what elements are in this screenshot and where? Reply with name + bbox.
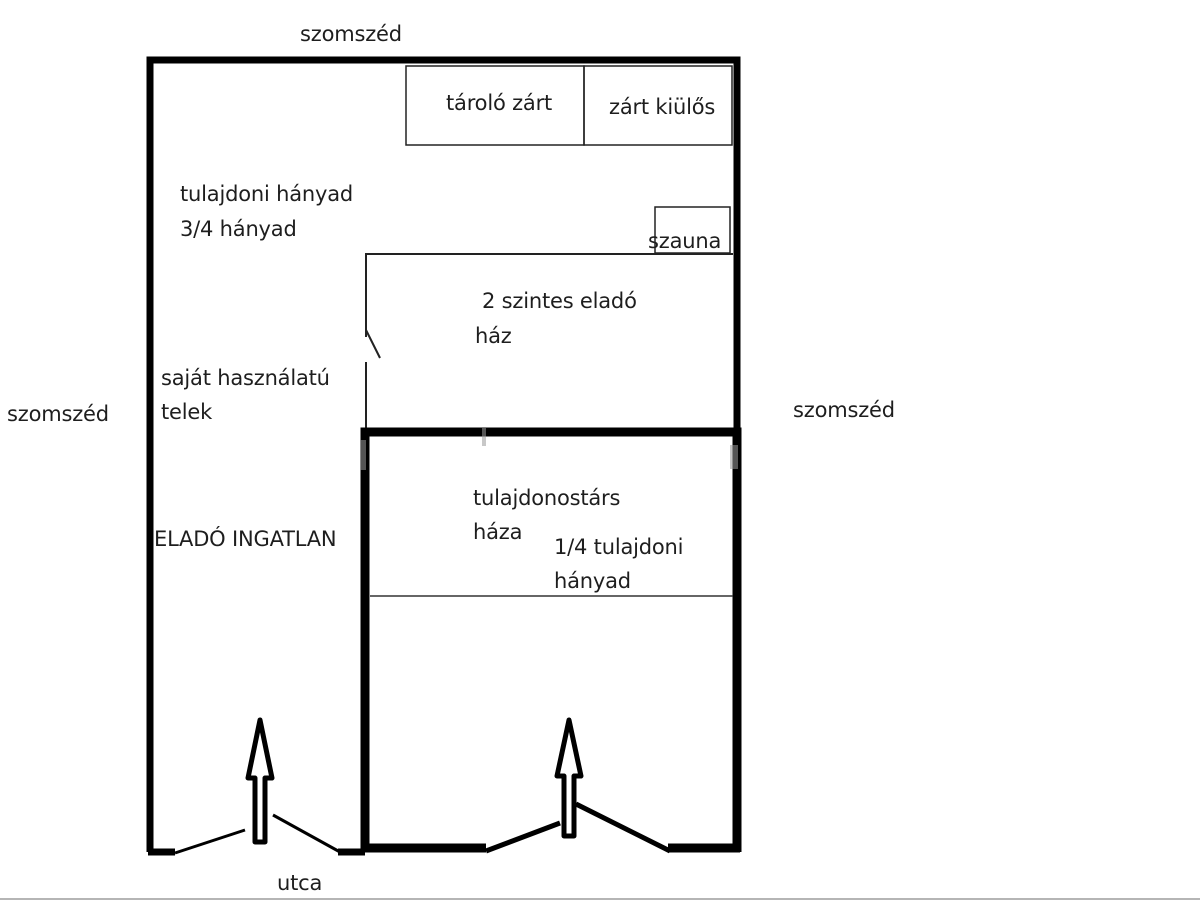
neighbor-right-label: szomszéd [793,398,895,422]
gate-icon [272,813,341,854]
plot-boundary [146,56,741,852]
door-icon [365,329,381,359]
coowner-plot-boundary [360,427,742,852]
share-label-line2: 3/4 hányad [180,217,297,241]
coowner-label-line1: tulajdonostárs [473,486,621,510]
plot-label-line1: saját használatú [161,366,330,390]
closed-porch-box [583,65,733,146]
outbuildings [405,65,733,254]
house-label-line2: ház [475,324,512,348]
entrance-arrow-icon [554,717,584,839]
bottom-border [0,898,1200,900]
closed-porch-label: zárt kiülős [609,95,716,119]
neighbor-top-label: szomszéd [300,22,402,46]
entrance-arrow-icon [245,717,275,845]
gate-icon [574,801,672,854]
neighbor-left-label: szomszéd [7,402,109,426]
street-label: utca [277,871,323,895]
gate-icon [174,828,246,855]
gate-icon [485,820,561,854]
watermark [360,428,738,470]
coowner-share-line1: 1/4 tulajdoni [554,535,684,559]
coowner-share-line2: hányad [554,569,631,593]
plot-boundary-left-top-right [146,56,741,852]
sauna-label: szauna [648,229,722,253]
coowner-boundary [360,427,742,852]
street-boundary [148,801,740,856]
house-wall-top-left [365,253,733,337]
for-sale-label: ELADÓ INGATLAN [154,527,337,551]
house-label-line1: 2 szintes eladó [482,289,637,313]
coowner-label-line2: háza [473,520,523,544]
plot-label-line2: telek [161,400,213,424]
share-label-line1: tulajdoni hányad [180,182,353,206]
house-for-sale-outline [365,253,733,430]
storage-label: tároló zárt [446,91,553,115]
